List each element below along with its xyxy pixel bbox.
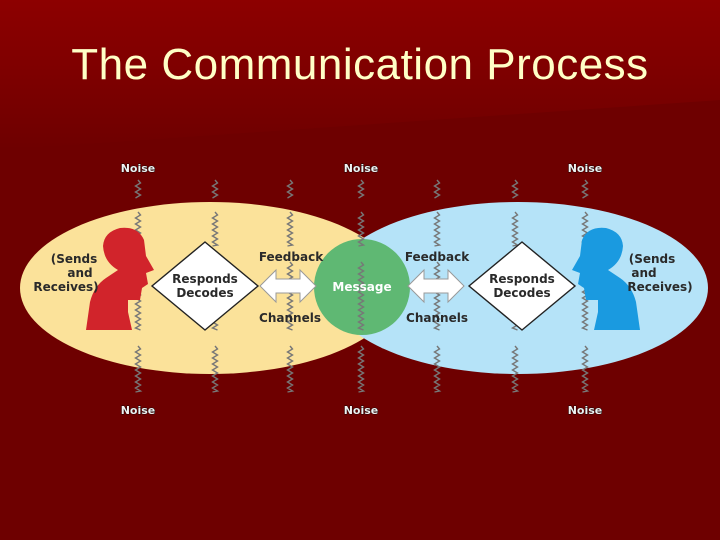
noise-squiggle [211,345,220,393]
slide-title: The Communication Process [71,40,649,89]
noise-squiggle [433,211,442,247]
noise-squiggle [211,179,219,199]
left-channels-label: Channels [259,311,321,325]
noise-squiggle [286,211,295,247]
noise-label: Noise [121,404,156,417]
noise-squiggle [581,179,589,199]
noise-squiggle [357,179,365,199]
left-role-line: Receives) [33,280,98,294]
right-role-line: Receives) [627,280,692,294]
left-person-icon [86,227,154,330]
noise-squiggle [511,179,519,199]
noise-squiggle [357,211,366,247]
noise-squiggle [357,345,366,393]
noise-squiggle [433,179,441,199]
noise-label: Noise [121,162,156,175]
left-process-diamond [150,241,260,331]
right-role-line: and [631,266,656,280]
right-process-diamond [467,241,577,331]
noise-label: Noise [344,162,379,175]
noise-squiggle [285,261,294,331]
left-feedback-arrow [259,268,317,304]
noise-squiggle [432,261,441,331]
noise-squiggle [511,345,520,393]
noise-squiggle [433,345,442,393]
left-role-line: (Sends [51,252,98,266]
noise-squiggle [581,345,590,393]
noise-label: Noise [568,162,603,175]
noise-squiggle [134,179,142,199]
right-feedback-arrow [407,268,465,304]
right-process-label: Responds [489,272,555,286]
left-process-label: Decodes [176,286,233,300]
right-feedback-label: Feedback [405,250,470,264]
noise-squiggle [286,345,295,393]
right-process-label: Decodes [493,286,550,300]
noise-squiggle [356,261,365,331]
noise-squiggle [134,345,143,393]
right-channels-label: Channels [406,311,468,325]
left-feedback-label: Feedback [259,250,324,264]
noise-squiggle [211,211,220,247]
noise-squiggle [286,179,294,199]
noise-label: Noise [344,404,379,417]
right-role-line: (Sends [629,252,676,266]
noise-label: Noise [568,404,603,417]
left-role-line: and [67,266,92,280]
noise-squiggle [511,211,520,247]
left-process-label: Responds [172,272,238,286]
right-person-icon [572,227,640,330]
message-circle [314,239,410,335]
message-label: Message [332,280,391,294]
